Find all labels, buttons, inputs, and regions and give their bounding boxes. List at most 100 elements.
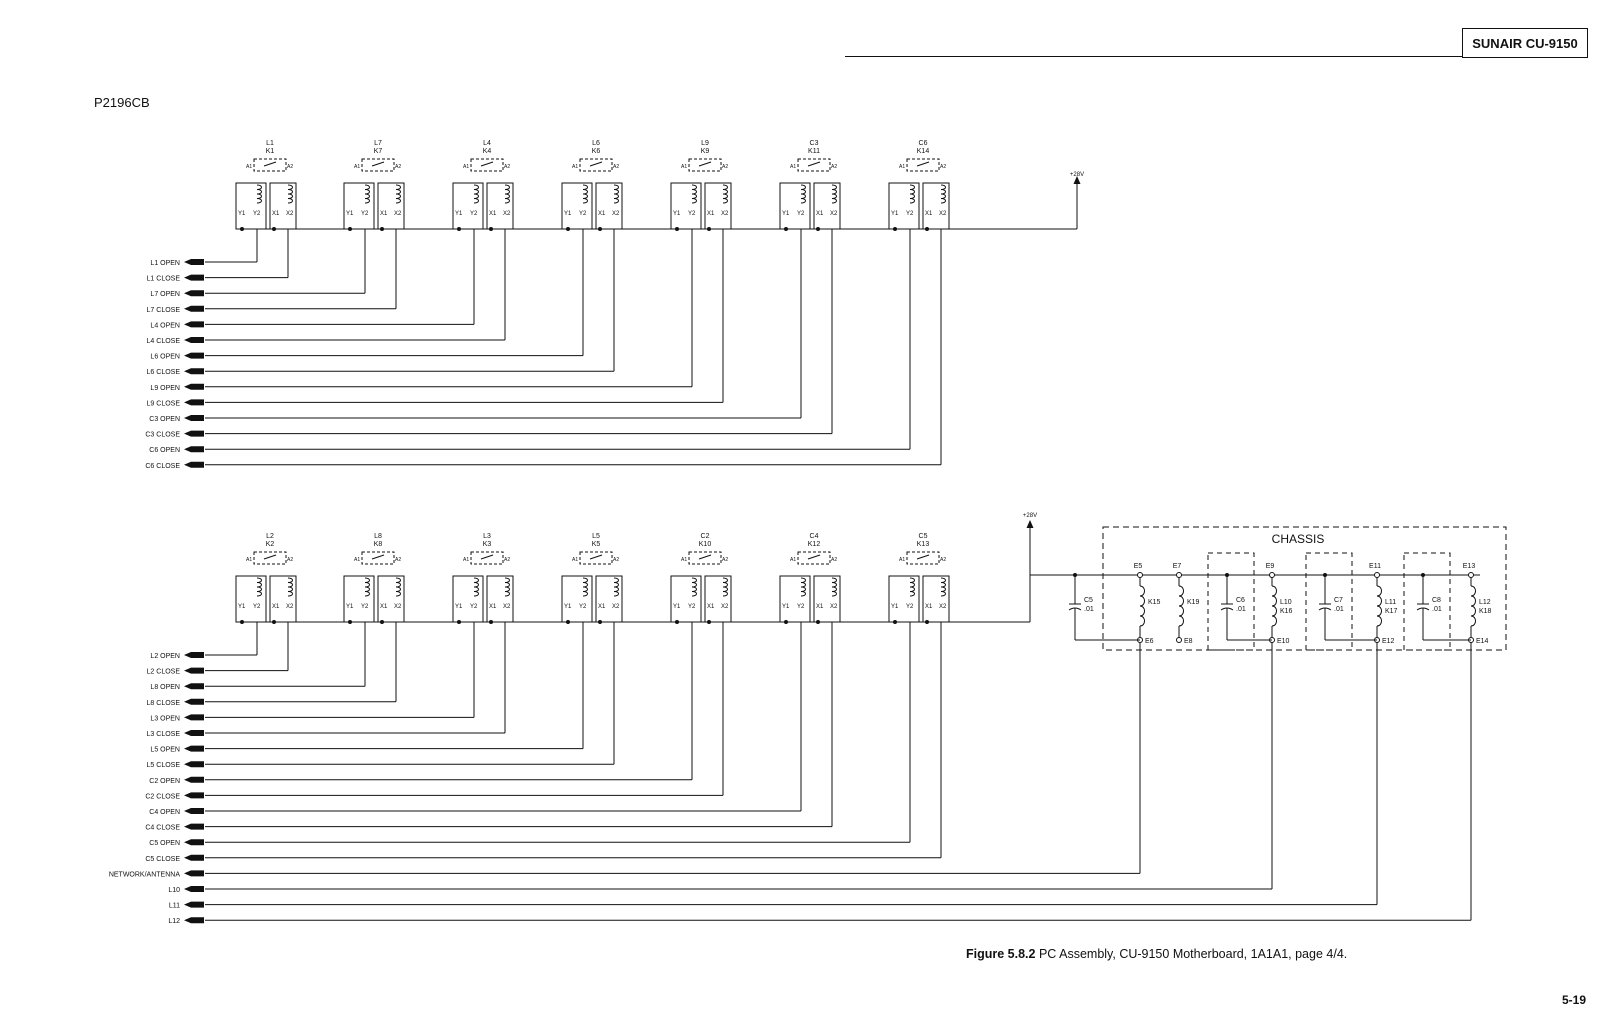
bottom-relay-4-contact-box [688,551,722,565]
top-relay-0-pin-a1: A1 [246,164,252,170]
top-relay-0-pin-x2: X2 [286,211,294,217]
chassis-terminal-label: E6 [1145,638,1154,645]
bottom-relay-3-pin-a1: A1 [572,557,578,563]
top-relay-2-coil-x [504,184,510,204]
bottom-relay-5-element-label: C4 [810,533,819,540]
top-relay-4-coil-y [691,184,697,204]
bottom-relay-0-coil-y-box [235,575,267,623]
top-signal-connector [184,321,204,328]
bottom-relay-1-coil-x [395,577,401,597]
top-relay-1-pin-a2: A2 [395,164,401,170]
bottom-relay-1-contact-box [361,551,395,565]
top-relay-3-relay-label: K6 [592,148,601,155]
top-relay-2-pin-a1: A1 [463,164,469,170]
chassis-sub-boundary [1207,552,1255,651]
top-relay-6-pin-y1: Y1 [891,211,899,217]
bottom-relay-5-pin-y1: Y1 [782,604,790,610]
top-relay-4-coil-x [722,184,728,204]
top-relay-0-pin-y2: Y2 [253,211,261,217]
top-relay-5-relay-label: K11 [808,148,820,155]
top-relay-1-coil-x-box [377,182,405,230]
chassis-terminal [1176,572,1182,578]
bottom-relay-4-pin-x1: X1 [707,604,715,610]
bottom-relay-5-pin-a1: A1 [790,557,796,563]
bottom-signal-connector [184,823,204,830]
bottom-relay-6-coil-y [909,577,915,597]
top-relay-2-coil-x-box [486,182,514,230]
bottom-relay-0-contact-box [253,551,287,565]
bottom-signal-label: L8 OPEN [150,684,180,691]
bottom-signal-connector [184,808,204,814]
bottom-relay-5-pin-y2: Y2 [797,604,805,610]
bottom-relay-5-contact-arm [807,554,821,560]
top-relay-2-pin-a2: A2 [504,164,510,170]
top-relay-1-contact-arm [371,161,385,167]
top-relay-0-pin-x1: X1 [272,211,280,217]
bottom-relay-6-pin-a2: A2 [940,557,946,563]
top-signal-label: L4 CLOSE [147,338,181,345]
capacitor-name: C6 [1236,597,1245,604]
bottom-relay-5-contact-box [797,551,831,565]
chassis-terminal [1176,637,1182,643]
bottom-relay-1-pin-x1: X1 [380,604,388,610]
top-signal-connector [184,259,204,265]
chassis-terminal [1468,572,1474,578]
top-relay-5-pin-y1: Y1 [782,211,790,217]
bottom-relay-2-coil-y-box [452,575,484,623]
top-relay-4-pin-y2: Y2 [688,211,696,217]
chassis-terminal-label: E8 [1184,638,1193,645]
top-relay-0-coil-y-box [235,182,267,230]
top-relay-6-pin-y2: Y2 [906,211,914,217]
bottom-relay-3-contact-box [579,551,613,565]
bottom-signal-connector [184,698,204,705]
bottom-relay-6-pin-y2: Y2 [906,604,914,610]
bottom-relay-4-contact-arm [698,554,712,560]
bottom-relay-6-pin-x2: X2 [939,604,947,610]
chassis-terminal-label: E14 [1476,638,1489,645]
chassis-terminal-label: E5 [1134,563,1143,570]
chassis-coil-relay: K16 [1280,608,1293,615]
bottom-relay-3-pin-x1: X1 [598,604,606,610]
bottom-relay-5-coil-y [800,577,806,597]
figure-number: Figure 5.8.2 [966,947,1036,961]
bottom-relay-1-element-label: L8 [374,533,382,540]
top-relay-5-pin-a1: A1 [790,164,796,170]
figure-caption: Figure 5.8.2 PC Assembly, CU-9150 Mother… [966,947,1347,961]
top-relay-2-pin-x1: X1 [489,211,497,217]
chassis-terminal-label: E13 [1463,563,1476,570]
top-relay-3-coil-x [613,184,619,204]
top-relay-5-pin-x2: X2 [830,211,838,217]
top-relay-5-coil-x-box [813,182,841,230]
chassis-sub-boundary [1403,552,1451,651]
bottom-relay-4-element-label: C2 [701,533,710,540]
top-signal-label: L6 CLOSE [147,369,181,376]
top-signal-label: L7 OPEN [150,291,180,298]
header-title-box: SUNAIR CU-9150 [1462,28,1588,58]
bottom-signal-connector [184,839,204,846]
top-relay-2-coil-y [473,184,479,204]
top-relay-3-pin-x1: X1 [598,211,606,217]
top-relay-2-contact-arm [480,161,494,167]
top-relay-1-pin-a1: A1 [354,164,360,170]
bottom-relay-6-contact-arm [916,554,930,560]
top-relay-4-contact-box [688,158,722,172]
chassis-terminal [1137,572,1143,578]
top-signal-label: L6 OPEN [150,354,180,361]
top-relay-5-element-label: C3 [810,140,819,147]
top-relay-3-pin-y2: Y2 [579,211,587,217]
top-relay-4-contact-arm [698,161,712,167]
bottom-relay-2-pin-a1: A1 [463,557,469,563]
top-signal-connector [184,305,204,312]
bottom-relay-6-coil-x [940,577,946,597]
chassis-coil [1271,585,1277,627]
top-relay-6-coil-y-box [888,182,920,230]
top-relay-0-coil-y [256,184,262,204]
bottom-relay-3-coil-x [613,577,619,597]
top-relay-4-pin-y1: Y1 [673,211,681,217]
top-signal-label: C6 CLOSE [145,463,180,470]
top-signal-connector [184,352,204,359]
top-relay-5-contact-box [797,158,831,172]
top-signal-label: C3 CLOSE [145,432,180,439]
top-signal-label: L4 OPEN [150,322,180,329]
top-relay-0-contact-box [253,158,287,172]
